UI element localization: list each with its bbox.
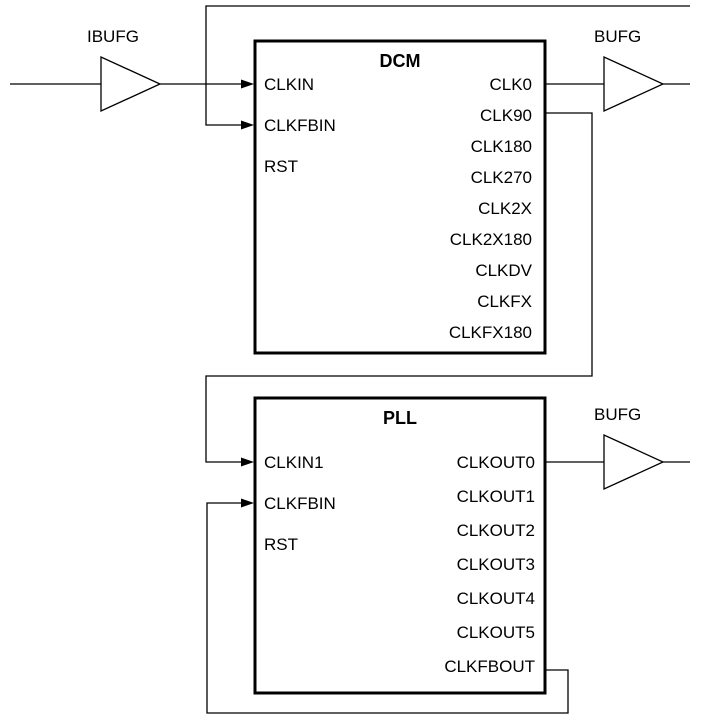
dcm-port-clk2x: CLK2X bbox=[478, 199, 532, 218]
arrow-pll-clkfbin bbox=[241, 498, 254, 508]
dcm-port-clk270: CLK270 bbox=[471, 168, 532, 187]
pll-port-clkfbout: CLKFBOUT bbox=[444, 657, 535, 676]
ibufg-buffer bbox=[100, 55, 162, 113]
wire-dcm-feedback bbox=[205, 5, 690, 126]
dcm-port-clk90: CLK90 bbox=[480, 106, 532, 125]
bufg-pll-label: BUFG bbox=[594, 405, 641, 424]
pll-port-clkfbin: CLKFBIN bbox=[264, 494, 336, 513]
dcm-port-clk2x180: CLK2X180 bbox=[450, 230, 532, 249]
dcm-port-clkin: CLKIN bbox=[264, 75, 314, 94]
arrow-dcm-clkfbin bbox=[241, 120, 254, 130]
dcm-port-clkfbin: CLKFBIN bbox=[264, 116, 336, 135]
dcm-port-clkfx: CLKFX bbox=[477, 292, 532, 311]
dcm-port-clkdv: CLKDV bbox=[475, 261, 532, 280]
pll-block bbox=[253, 396, 547, 695]
pll-port-clkout3: CLKOUT3 bbox=[457, 555, 535, 574]
pll-port-clkin1: CLKIN1 bbox=[264, 453, 324, 472]
wire-clk90-pll bbox=[205, 112, 593, 463]
pll-port-clkout1: CLKOUT1 bbox=[457, 487, 535, 506]
bufg-pll-buffer bbox=[603, 433, 665, 491]
dcm-port-clkfx180: CLKFX180 bbox=[449, 323, 532, 342]
pll-port-clkout5: CLKOUT5 bbox=[457, 623, 535, 642]
pll-port-clkout2: CLKOUT2 bbox=[457, 521, 535, 540]
dcm-block bbox=[253, 39, 547, 355]
pll-port-clkout0: CLKOUT0 bbox=[457, 453, 535, 472]
arrow-pll-clkin1 bbox=[241, 457, 254, 467]
dcm-port-rst: RST bbox=[264, 157, 298, 176]
arrow-clkin bbox=[241, 79, 254, 89]
dcm-port-clk0: CLK0 bbox=[489, 75, 532, 94]
pll-port-rst: RST bbox=[264, 535, 298, 554]
dcm-input-ports: CLKIN CLKFBIN RST bbox=[264, 75, 336, 176]
dcm-port-clk180: CLK180 bbox=[471, 137, 532, 156]
wire-pll-feedback bbox=[206, 502, 569, 714]
ibufg-label: IBUFG bbox=[87, 27, 139, 46]
bufg-dcm-label: BUFG bbox=[594, 27, 641, 46]
bufg-dcm-buffer bbox=[603, 55, 665, 113]
pll-title: PLL bbox=[383, 408, 417, 428]
dcm-title: DCM bbox=[380, 51, 421, 71]
pll-port-clkout4: CLKOUT4 bbox=[457, 589, 535, 608]
pll-output-ports: CLKOUT0CLKOUT1CLKOUT2CLKOUT3CLKOUT4CLKOU… bbox=[444, 453, 535, 676]
